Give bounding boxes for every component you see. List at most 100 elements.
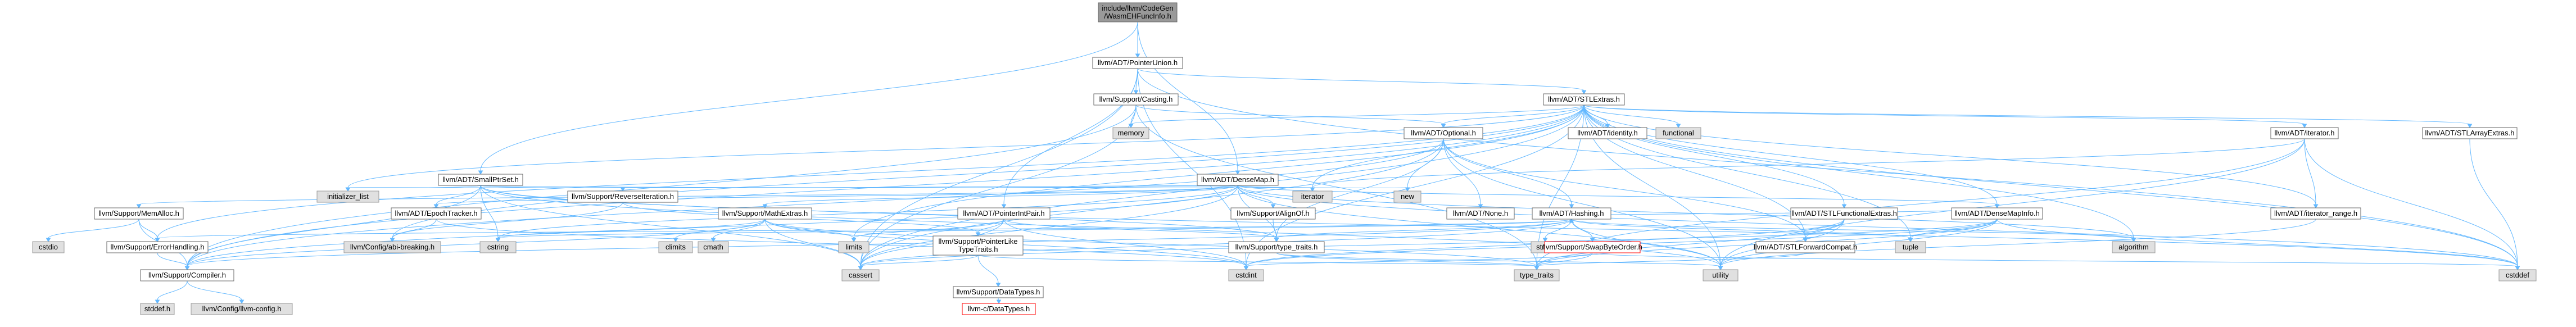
node-errorhandling[interactable]: llvm/Support/ErrorHandling.h [106,241,209,253]
node-casting[interactable]: llvm/Support/Casting.h [1093,93,1179,106]
node-memory[interactable]: memory [1112,127,1149,139]
node-pointerintpair[interactable]: llvm/ADT/PointerIntPair.h [957,207,1051,220]
node-type_traits[interactable]: type_traits [1514,269,1560,281]
node-box [932,235,1024,256]
edge-stlextras-to-stlarrayextras [1583,105,2473,128]
edge-stlextras-to-iterrange [1583,105,2319,208]
node-cassert[interactable]: cassert [841,269,880,281]
node-densemapinfo[interactable]: llvm/ADT/DenseMapInfo.h [1951,207,2043,220]
node-identity[interactable]: llvm/ADT/identity.h [1568,127,1647,139]
node-box [1228,241,1325,253]
node-label: llvm/ADT/STLForwardCompat.h [1754,243,1857,251]
edge-pointerunion-to-pointerintpair [1001,68,1138,208]
node-hashing[interactable]: llvm/ADT/Hashing.h [1532,207,1611,220]
node-stlforwardcompat[interactable]: llvm/ADT/STLForwardCompat.h [1754,241,1857,253]
edge-compiler-to-stddef [155,280,188,304]
node-box [32,241,65,253]
node-none[interactable]: llvm/ADT/None.h [1446,207,1515,220]
node-stlarrayextras[interactable]: llvm/ADT/STLArrayExtras.h [2422,127,2518,139]
node-box [841,269,880,281]
node-label: llvm/Config/abi-breaking.h [350,243,434,251]
node-swapbyteorder[interactable]: llvm/Support/SwapByteOrder.h [1542,241,1642,253]
node-box [1230,207,1316,220]
node-pointerunion[interactable]: llvm/ADT/PointerUnion.h [1092,57,1183,69]
node-box [1098,2,1178,22]
edge-ptrliketraits-to-cassert [858,255,979,270]
node-limits[interactable]: limits [838,241,870,253]
node-box [1895,241,1926,253]
node-abibreaking[interactable]: llvm/Config/abi-breaking.h [343,241,441,253]
edge-iteratorh-to-iterator [1310,138,2305,192]
node-iterator[interactable]: iterator [1292,190,1333,203]
node-algorithm[interactable]: algorithm [2112,241,2156,253]
node-cmath[interactable]: cmath [698,241,729,253]
node-box [1404,127,1483,139]
node-box [391,207,482,220]
edge-stlextras-to-abibreaking [390,105,1584,242]
node-datatypes[interactable]: llvm/Support/DataTypes.h [953,286,1044,298]
node-stlfunctional[interactable]: llvm/ADT/STLFunctionalExtras.h [1790,207,1898,220]
node-typetraitsh[interactable]: llvm/Support/type_traits.h [1228,241,1325,253]
node-cstddef[interactable]: cstddef [2498,269,2537,281]
node-label: llvm/ADT/DenseMap.h [1201,175,1274,184]
node-label: llvm/Support/DataTypes.h [957,288,1040,296]
edge-swapbyteorder-to-cstdint [1243,252,1593,270]
node-memalloc[interactable]: llvm/Support/MemAlloc.h [94,207,184,220]
node-cstring[interactable]: cstring [479,241,517,253]
node-box [953,286,1044,298]
edge-pointerintpair-to-ptrliketraits [975,219,1004,237]
edge-mathextras-to-type_traits [764,219,1540,270]
node-reverseiter[interactable]: llvm/Support/ReverseIteration.h [567,190,678,203]
node-box [1543,93,1625,106]
edge-stlextras-to-cstddef [1583,105,2520,270]
node-densemap[interactable]: llvm/ADT/DenseMap.h [1197,174,1279,186]
edge-hashing-to-cstring [495,219,1572,242]
node-box [191,303,293,315]
node-llvmconfig[interactable]: llvm/Config/llvm-config.h [191,303,293,315]
node-functional[interactable]: functional [1655,127,1701,139]
node-stddef[interactable]: stddef.h [140,303,175,315]
node-label: llvm-c/DataTypes.h [968,305,1030,313]
node-label: llvm/Support/Compiler.h [148,271,226,279]
node-label: cstdint [1235,271,1257,279]
edge-reverseiter-to-abibreaking [390,202,623,242]
node-compiler[interactable]: llvm/Support/Compiler.h [140,269,234,281]
edge-hashing-to-errorhandling [155,219,1572,242]
node-alignof[interactable]: llvm/Support/AlignOf.h [1230,207,1316,220]
node-label: llvm/Support/type_traits.h [1235,243,1318,251]
node-box [343,241,441,253]
node-stlextras[interactable]: llvm/ADT/STLExtras.h [1543,93,1625,106]
node-iterrange[interactable]: llvm/ADT/iterator_range.h [2270,207,2361,220]
edge-errorhandling-to-compiler [157,252,190,270]
node-box [2422,127,2518,139]
edge-root-to-densemap [1137,21,1241,175]
node-box [1755,241,1855,253]
node-epochtracker[interactable]: llvm/ADT/EpochTracker.h [391,207,482,220]
node-box [1093,93,1179,106]
node-label: type_traits [1520,271,1554,279]
node-new[interactable]: new [1393,190,1421,203]
edge-densemap-to-epochtracker [433,185,1238,208]
node-initlist[interactable]: initializer_list [316,190,379,203]
node-optional[interactable]: llvm/ADT/Optional.h [1404,127,1483,139]
node-cdatatypes[interactable]: llvm-c/DataTypes.h [962,303,1036,315]
node-box [698,241,729,253]
node-cstdio[interactable]: cstdio [32,241,65,253]
edge-stlextras-to-densemapinfo [1583,105,2000,208]
node-box [479,241,517,253]
node-iteratorh[interactable]: llvm/ADT/iterator.h [2270,127,2339,139]
node-tuple[interactable]: tuple [1895,241,1926,253]
node-box [1532,207,1611,220]
dependency-edges [46,21,2520,304]
node-mathextras[interactable]: llvm/Support/MathExtras.h [718,207,812,220]
node-label: llvm/ADT/STLExtras.h [1548,95,1620,103]
node-label: /WasmEHFuncInfo.h [1104,12,1171,20]
node-climits[interactable]: climits [658,241,693,253]
node-box [2270,127,2339,139]
node-smallptrset[interactable]: llvm/ADT/SmallPtrSet.h [438,174,523,186]
node-utility[interactable]: utility [1703,269,1739,281]
node-root[interactable]: include/llvm/CodeGen/WasmEHFuncInfo.h [1098,2,1178,22]
node-cstdint[interactable]: cstdint [1228,269,1264,281]
node-label: llvm/Support/PointerLike [939,237,1018,246]
